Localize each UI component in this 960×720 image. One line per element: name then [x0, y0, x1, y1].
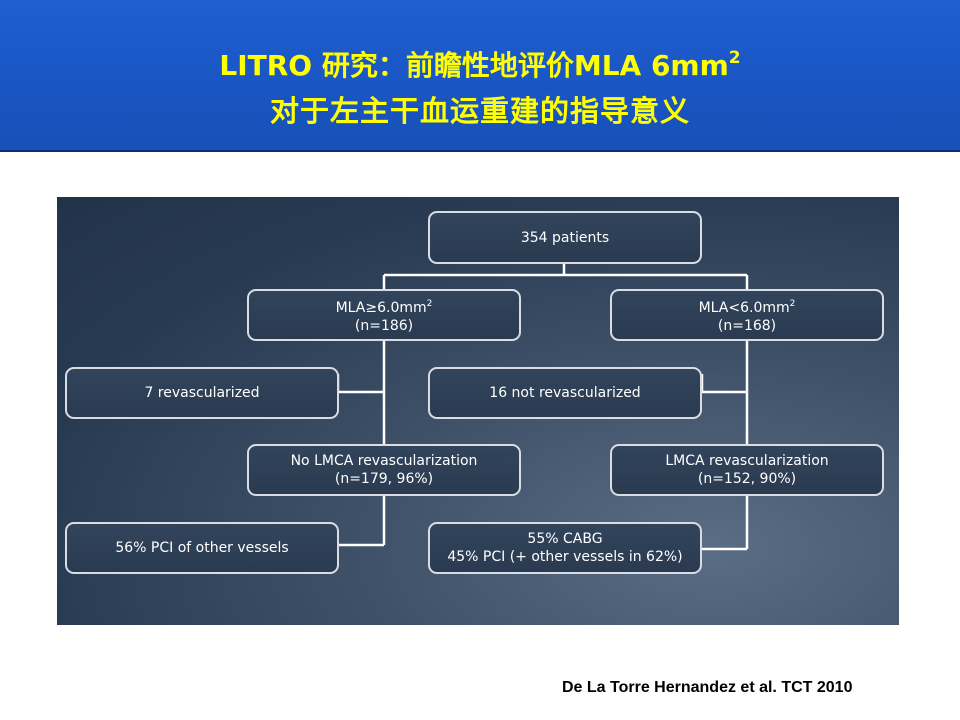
node-left-group-title: MLA≥6.0mm2 [336, 295, 433, 317]
node-right-detail-line1: 55% CABG [527, 531, 603, 547]
node-right-group: MLA<6.0mm2 (n=168) [610, 289, 884, 341]
node-left-result-line2: (n=179, 96%) [334, 471, 434, 487]
node-left-result-line1: No LMCA revascularization [290, 453, 478, 469]
node-right-group-title: MLA<6.0mm2 [699, 295, 796, 317]
node-root-patients: 354 patients [428, 211, 702, 264]
node-right-result-line2: (n=152, 90%) [697, 471, 797, 487]
node-left-group: MLA≥6.0mm2 (n=186) [247, 289, 521, 341]
node-left-side-outcome: 7 revascularized [65, 367, 339, 419]
flowchart-panel: 354 patients MLA≥6.0mm2 (n=186) MLA<6.0m… [57, 197, 899, 625]
node-right-group-count: (n=168) [717, 318, 777, 334]
node-left-result: No LMCA revascularization (n=179, 96%) [247, 444, 521, 496]
node-right-detail-line2: 45% PCI (+ other vessels in 62%) [447, 549, 683, 565]
node-right-group-label: MLA<6.0mm [698, 300, 790, 316]
node-right-side-outcome: 16 not revascularized [428, 367, 702, 419]
title-banner: LITRO 研究：前瞻性地评价MLA 6mm2 对于左主干血运重建的指导意义 [0, 0, 960, 152]
slide-title-superscript: 2 [728, 48, 741, 68]
node-left-group-label: MLA≥6.0mm [335, 300, 427, 316]
slide-title-line-1: LITRO 研究：前瞻性地评价MLA 6mm2 [0, 44, 960, 84]
node-root-label: 354 patients [520, 229, 610, 246]
node-right-result-line1: LMCA revascularization [665, 453, 829, 469]
node-right-group-unit-sup: 2 [789, 299, 796, 309]
citation-reference: De La Torre Hernandez et al. TCT 2010 [562, 679, 853, 696]
node-right-detail: 55% CABG 45% PCI (+ other vessels in 62%… [428, 522, 702, 574]
node-left-detail-label: 56% PCI of other vessels [115, 540, 289, 556]
connector-right-side-outcome [700, 374, 747, 394]
node-left-side-outcome-label: 7 revascularized [144, 385, 260, 401]
node-left-group-count: (n=186) [354, 318, 414, 334]
node-right-side-outcome-label: 16 not revascularized [489, 385, 641, 401]
node-left-group-unit-sup: 2 [426, 299, 433, 309]
connector-left-side-outcome [336, 374, 384, 394]
slide-title-main: LITRO 研究：前瞻性地评价MLA 6mm [219, 49, 729, 82]
slide-title-line-2: 对于左主干血运重建的指导意义 [269, 94, 690, 128]
node-right-result: LMCA revascularization (n=152, 90%) [610, 444, 884, 496]
node-left-detail: 56% PCI of other vessels [65, 522, 339, 574]
